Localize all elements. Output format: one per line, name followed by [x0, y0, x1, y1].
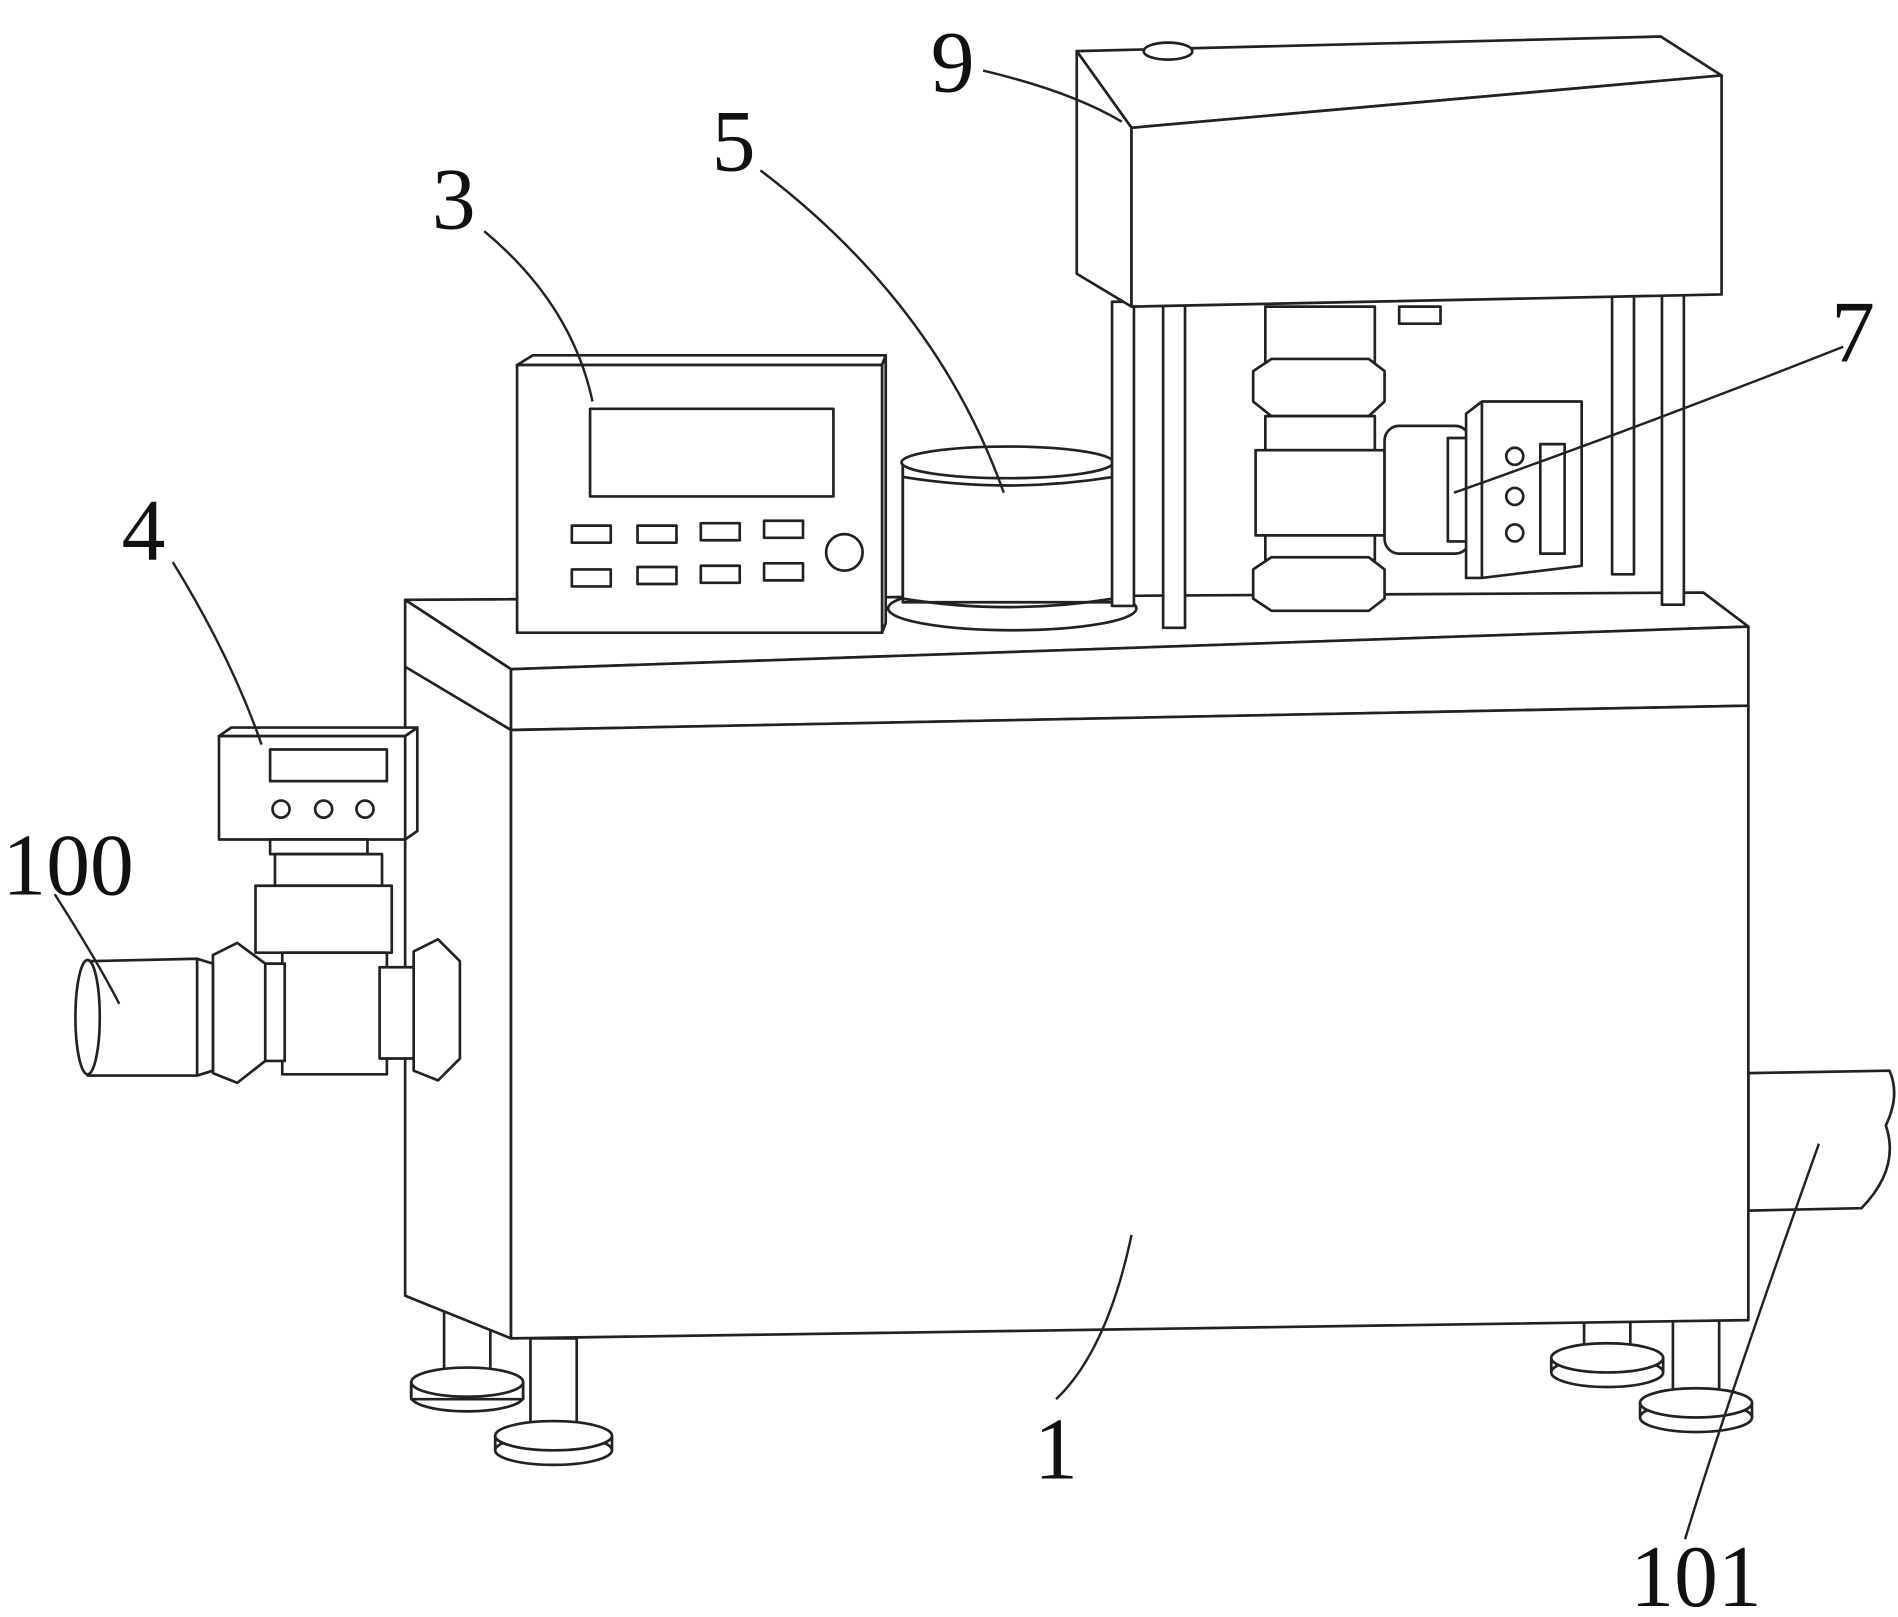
- label-outlet-pipe: 101: [1630, 1528, 1761, 1617]
- label-controller: 3: [432, 151, 476, 248]
- tank-cap: [1144, 43, 1193, 60]
- label-cup: 5: [712, 92, 756, 189]
- tank: [1077, 37, 1722, 324]
- main-body: [405, 593, 1748, 1339]
- cup: [888, 447, 1136, 631]
- label-body: 1: [1034, 1400, 1078, 1497]
- valve-assembly: [1253, 307, 1582, 611]
- controller-knob: [826, 534, 863, 571]
- outlet-pipe: [1748, 1071, 1894, 1211]
- controller-panel: [517, 355, 886, 632]
- label-flowmeter: 4: [122, 482, 166, 579]
- label-inlet-pipe: 100: [2, 816, 133, 913]
- controller-screen: [590, 409, 833, 497]
- label-tank: 9: [931, 13, 975, 110]
- label-valve: 7: [1831, 283, 1875, 380]
